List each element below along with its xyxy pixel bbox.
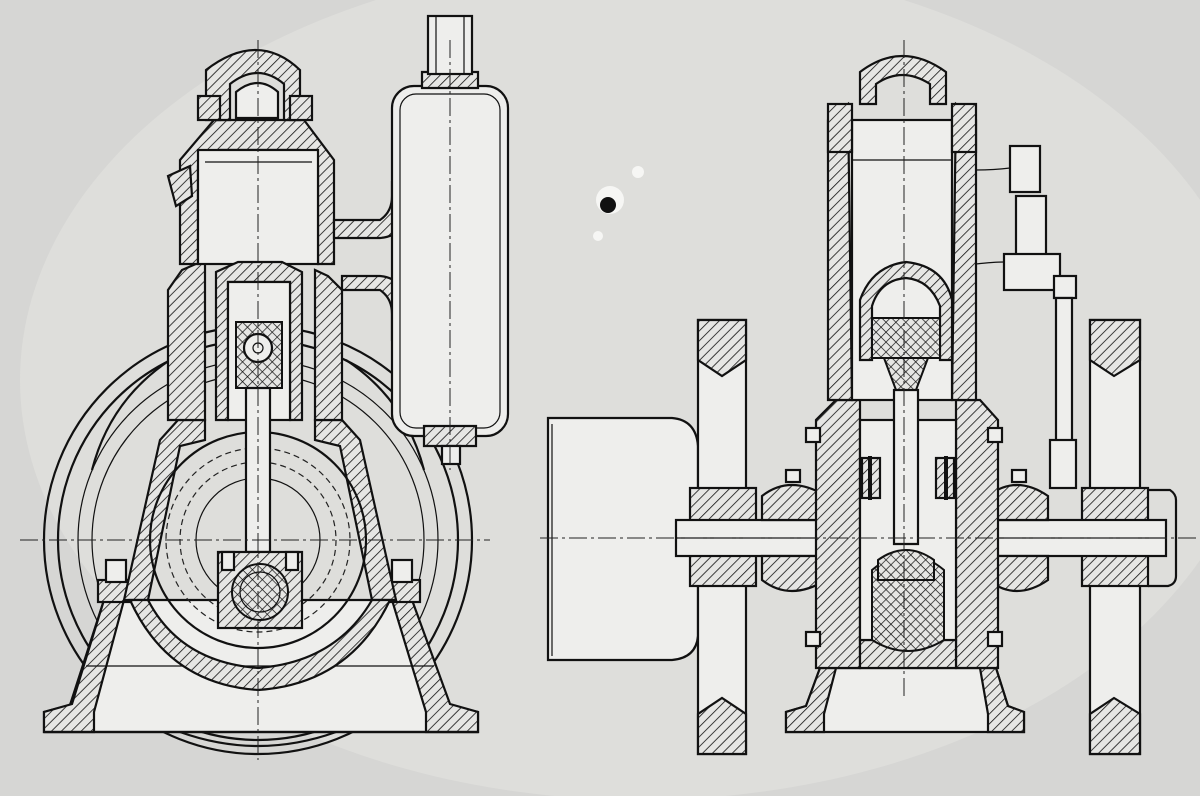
- engine-base-side: [784, 666, 1026, 734]
- piston: [214, 260, 304, 422]
- valve-gear: [975, 144, 1078, 490]
- print-damage-spot: [593, 166, 644, 241]
- piston-side: [858, 260, 954, 391]
- side-section-view: [540, 40, 1196, 756]
- cylinder-block: [166, 49, 344, 422]
- connecting-rod-side: [877, 388, 935, 581]
- front-section-view: [20, 14, 510, 760]
